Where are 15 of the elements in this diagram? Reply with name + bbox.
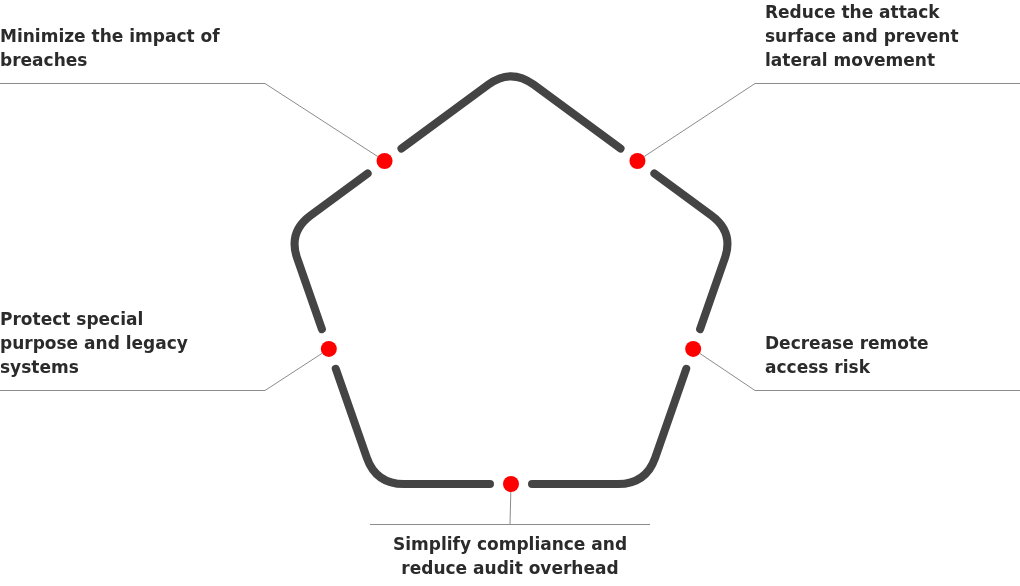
dot-marker	[376, 153, 393, 169]
callout-text: Simplify compliance and reduce audit overhead	[370, 524, 650, 580]
callout-text: Minimize the impact of breaches	[0, 24, 265, 84]
callout-text: Protect special purpose and legacy systems	[0, 307, 265, 391]
dot-marker	[503, 476, 519, 492]
dot-marker	[629, 153, 646, 169]
leader-line	[264, 83, 379, 158]
callout-text: Reduce the attack surface and prevent lateral movement	[755, 0, 1020, 84]
callout-text: Decrease remote access risk	[755, 331, 1020, 391]
dot-marker	[685, 340, 702, 357]
dot-marker	[320, 340, 337, 357]
leader-line	[699, 352, 756, 391]
leader-line	[509, 491, 512, 525]
leader-line	[643, 83, 756, 158]
leader-line	[264, 352, 323, 391]
